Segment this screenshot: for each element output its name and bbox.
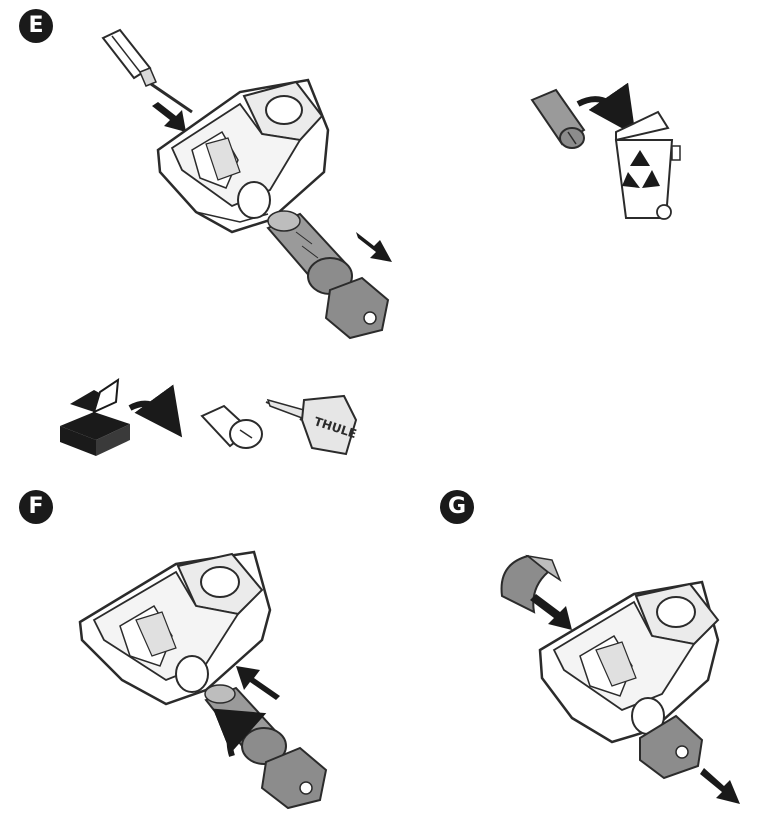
recycle-symbol-icon [622, 150, 660, 188]
recycle-illustration [530, 82, 681, 220]
lock-housing [538, 580, 720, 744]
step-g-badge: G [440, 490, 474, 524]
lock-housing [78, 550, 272, 706]
box-icon [60, 378, 130, 456]
push-arrow-icon [530, 594, 572, 630]
curved-arrow-icon [576, 82, 636, 136]
key-icon [639, 714, 704, 780]
unbox-illustration: THULE [60, 378, 358, 456]
lock-cylinder-icon [530, 88, 586, 149]
key-icon [324, 276, 390, 340]
screwdriver-icon [101, 28, 193, 114]
pull-arrow-icon [356, 232, 392, 262]
key-icon [260, 746, 328, 810]
curved-arrow-icon [128, 384, 183, 438]
key-icon: THULE [265, 394, 358, 456]
step-e-illustration [101, 28, 392, 340]
rotate-arrow-icon [212, 708, 267, 757]
step-f-illustration [78, 550, 328, 810]
step-e-badge: E [19, 9, 53, 43]
push-arrow-icon [152, 102, 186, 132]
step-g-illustration [500, 554, 740, 804]
recycle-bin-icon [614, 110, 681, 220]
lock-housing [156, 78, 330, 234]
cover-cap-icon [500, 554, 562, 614]
lock-cylinder-icon [266, 210, 353, 295]
step-f-badge: F [19, 490, 53, 524]
insert-arrow-icon [236, 666, 280, 700]
pull-arrow-icon [700, 768, 740, 804]
lock-cylinder-icon [200, 404, 263, 449]
